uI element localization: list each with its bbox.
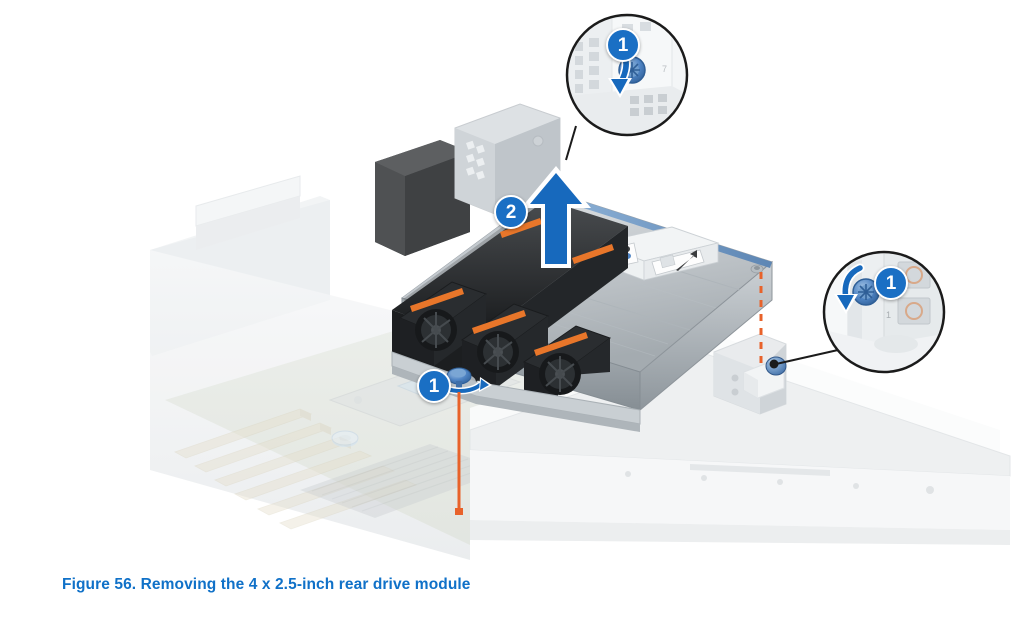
capacitor-faded — [331, 430, 359, 447]
callout-badge-2-lift: 2 — [494, 195, 528, 229]
inset-leader-right — [769, 349, 839, 369]
fan-module — [398, 281, 488, 366]
figure-caption: Figure 56. Removing the 4 x 2.5-inch rea… — [62, 576, 471, 593]
callout-badge-1-front-screw: 1 — [417, 369, 451, 403]
riser-bracket — [454, 103, 561, 215]
inset-leader-top — [565, 125, 577, 161]
callout-badge-1-right-inset: 1 — [874, 266, 908, 300]
svg-text:1: 1 — [886, 310, 891, 320]
callout-badge-1-top-inset: 1 — [606, 28, 640, 62]
foam-shroud — [375, 140, 470, 256]
svg-text:7: 7 — [662, 64, 667, 74]
module-rear-screw — [750, 264, 764, 274]
fan-module — [522, 325, 612, 410]
fan-module — [460, 303, 550, 388]
magnified-inset-top: 7 — [565, 13, 689, 137]
heat-sink-faded — [300, 444, 505, 518]
lift-arrow — [521, 166, 591, 268]
leader-line-orange-solid — [455, 392, 463, 515]
illustration: 7 — [150, 13, 1011, 560]
